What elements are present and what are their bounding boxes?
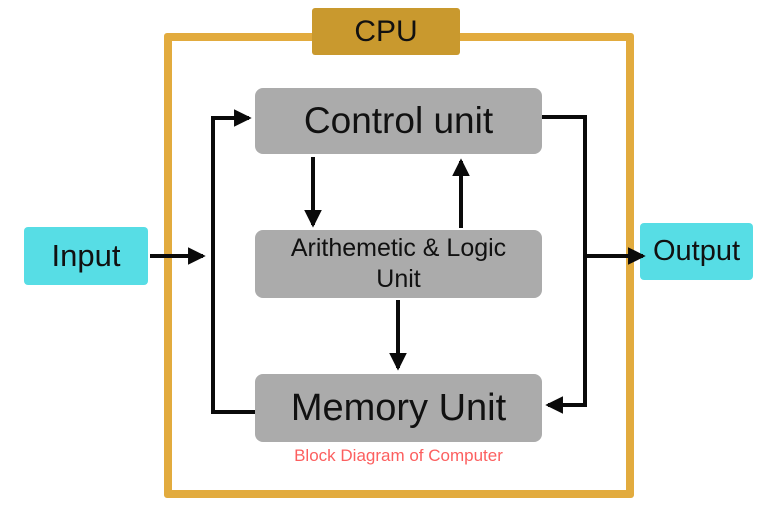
input-label: Input	[51, 238, 121, 273]
alu-box: Arithemetic & Logic Unit	[255, 230, 542, 298]
memory-unit-label: Memory Unit	[290, 386, 507, 429]
cpu-label-box: CPU	[312, 8, 460, 55]
memory-unit-box: Memory Unit	[255, 374, 542, 442]
input-box: Input	[24, 227, 148, 285]
cpu-label: CPU	[354, 14, 418, 48]
diagram-caption: Block Diagram of Computer	[294, 446, 503, 465]
alu-label-line1: Arithemetic & Logic	[290, 234, 507, 262]
alu-label-line2: Unit	[376, 265, 421, 293]
control-unit-box: Control unit	[255, 88, 542, 154]
output-label: Output	[652, 235, 741, 267]
output-box: Output	[640, 223, 753, 280]
control-unit-label: Control unit	[303, 100, 494, 141]
